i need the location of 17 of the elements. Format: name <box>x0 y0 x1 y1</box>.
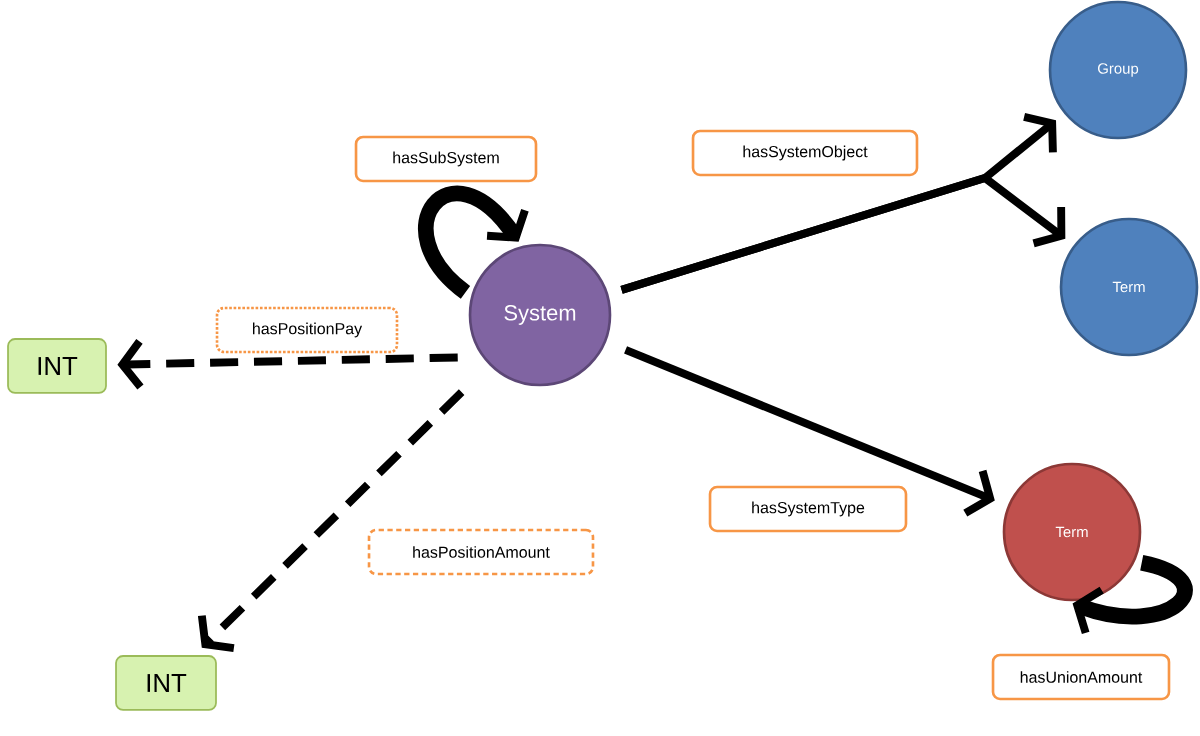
arrow <box>620 173 1066 294</box>
type-box: INT <box>115 655 217 711</box>
circle-node: Group <box>1048 0 1188 140</box>
edge-label: hasSystemType <box>708 485 908 533</box>
edge-label: hasSubSystem <box>354 135 538 183</box>
circle-node: Term <box>1002 462 1142 602</box>
edge-label: hasPositionPay <box>215 306 399 354</box>
arrow <box>624 346 995 517</box>
arrow <box>418 185 529 299</box>
arrow <box>197 389 465 653</box>
circle-node: Term <box>1059 217 1199 357</box>
edge-label: hasUnionAmount <box>991 653 1171 701</box>
circle-node: System <box>468 243 612 387</box>
edge-label: hasPositionAmount <box>367 528 595 576</box>
edge-label: hasSystemObject <box>691 129 919 177</box>
arrow <box>1072 555 1193 634</box>
type-box: INT <box>7 338 107 394</box>
